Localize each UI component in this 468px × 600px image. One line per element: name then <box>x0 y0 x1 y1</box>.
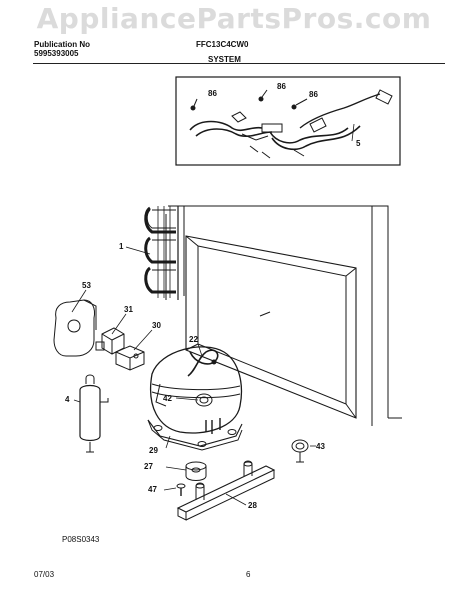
footer-date: 07/03 <box>34 570 55 579</box>
callout-31: 31 <box>124 305 133 314</box>
filter-drier <box>79 374 109 453</box>
callout-27: 27 <box>144 462 153 471</box>
section-title: SYSTEM <box>208 55 241 64</box>
condenser-coil <box>144 206 185 300</box>
cabinet-back <box>165 205 402 426</box>
callout-86-b: 86 <box>277 82 286 91</box>
callout-1: 1 <box>119 242 124 251</box>
screw-86-c <box>291 98 308 110</box>
callout-22: 22 <box>189 335 198 344</box>
relay-cover <box>53 299 97 357</box>
callout-4: 4 <box>65 395 70 404</box>
start-relay <box>115 345 145 371</box>
diagram-code: P08S0343 <box>62 535 100 544</box>
screw-86-b <box>258 89 268 102</box>
publication-number: 5995393005 <box>34 49 79 58</box>
wiring-harness-inset <box>175 76 401 166</box>
tube-clamp <box>291 439 309 463</box>
callout-42: 42 <box>163 394 172 403</box>
watermark-logo: AppliancePartsPros.com <box>36 2 432 35</box>
mount-screw <box>176 483 186 496</box>
model-number: FFC13C4CW0 <box>196 40 249 49</box>
callout-86-c: 86 <box>309 90 318 99</box>
callout-leaders <box>71 123 355 506</box>
callout-43: 43 <box>316 442 325 451</box>
callout-86-a: 86 <box>208 89 217 98</box>
callout-29: 29 <box>149 446 158 455</box>
overload-protector <box>95 327 125 355</box>
callout-53: 53 <box>82 281 91 290</box>
header-rule <box>33 63 445 64</box>
compressor-mounting-bracket <box>176 460 276 521</box>
callout-28: 28 <box>248 501 257 510</box>
compressor <box>147 346 243 451</box>
publication-label: Publication No <box>34 40 90 49</box>
rubber-grommet <box>185 461 207 481</box>
callout-5: 5 <box>356 139 361 148</box>
screw-86-a <box>190 98 198 111</box>
callout-30: 30 <box>152 321 161 330</box>
page-number: 6 <box>246 570 251 579</box>
callout-47: 47 <box>148 485 157 494</box>
